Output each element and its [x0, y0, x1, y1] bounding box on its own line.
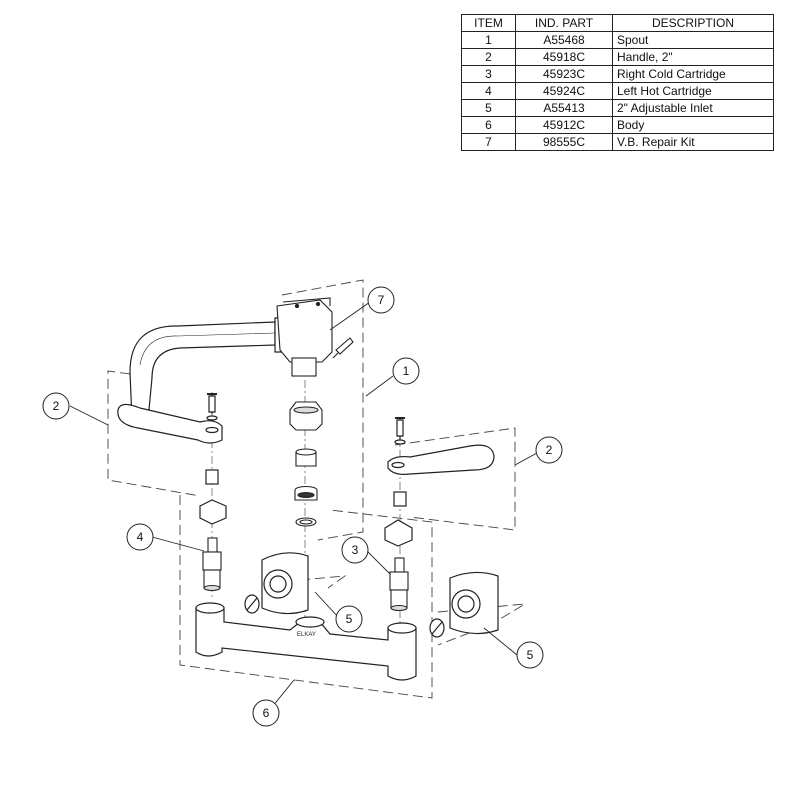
callout-handle-right: [535, 436, 563, 464]
callout-spout: [392, 357, 420, 385]
callout-handle-left: [42, 392, 70, 420]
callout-body: [252, 699, 280, 727]
callout-label: 4: [137, 530, 144, 544]
handle-right: [384, 417, 495, 547]
row-desc: 2" Adjustable Inlet: [612, 99, 774, 117]
callout-label: 6: [263, 706, 270, 720]
row-desc: Handle, 2": [612, 48, 774, 66]
callout-label: 2: [53, 399, 60, 413]
row-desc: V.B. Repair Kit: [612, 133, 774, 151]
parts-table: ITEM IND. PART DESCRIPTION 1 A55468 Spou…: [461, 14, 774, 151]
callout-label: 2: [546, 443, 553, 457]
row-part: 45912C: [515, 116, 613, 134]
callouts: [42, 286, 563, 727]
inlet-right: [429, 571, 499, 638]
callout-label: 3: [352, 543, 359, 557]
inlet-center: [244, 552, 309, 615]
spout-nut-stack: [289, 401, 323, 527]
table-row: 2 45918C Handle, 2": [461, 48, 774, 66]
row-part: 98555C: [515, 133, 613, 151]
table-row: 6 45912C Body: [461, 116, 774, 134]
callout-hot-cartridge: [126, 523, 154, 551]
hot-cartridge: [202, 537, 222, 592]
callout-cold-cartridge: [341, 536, 369, 564]
callout-label: 5: [346, 612, 353, 626]
cold-cartridge: [389, 557, 409, 612]
table-row: 5 A55413 2" Adjustable Inlet: [461, 99, 774, 117]
table-row: 3 45923C Right Cold Cartridge: [461, 65, 774, 83]
callout-label: 1: [403, 364, 410, 378]
callout-vb-kit: [367, 286, 395, 314]
callout-numbers: 2 4 3 7 1 2 5 5 6: [53, 293, 553, 720]
table-row: 7 98555C V.B. Repair Kit: [461, 133, 774, 151]
handle-left: [117, 393, 227, 525]
body-marking: ELKAY: [297, 632, 316, 638]
callout-label: 5: [527, 648, 534, 662]
faucet-body: ELKAY: [195, 602, 417, 681]
row-desc: Left Hot Cartridge: [612, 82, 774, 100]
assembly-outlines: [107, 279, 526, 699]
callout-label: 7: [378, 293, 385, 307]
callout-inlet-center: [335, 605, 363, 633]
callout-inlet-right: [516, 641, 544, 669]
vacuum-breaker: [276, 297, 354, 377]
